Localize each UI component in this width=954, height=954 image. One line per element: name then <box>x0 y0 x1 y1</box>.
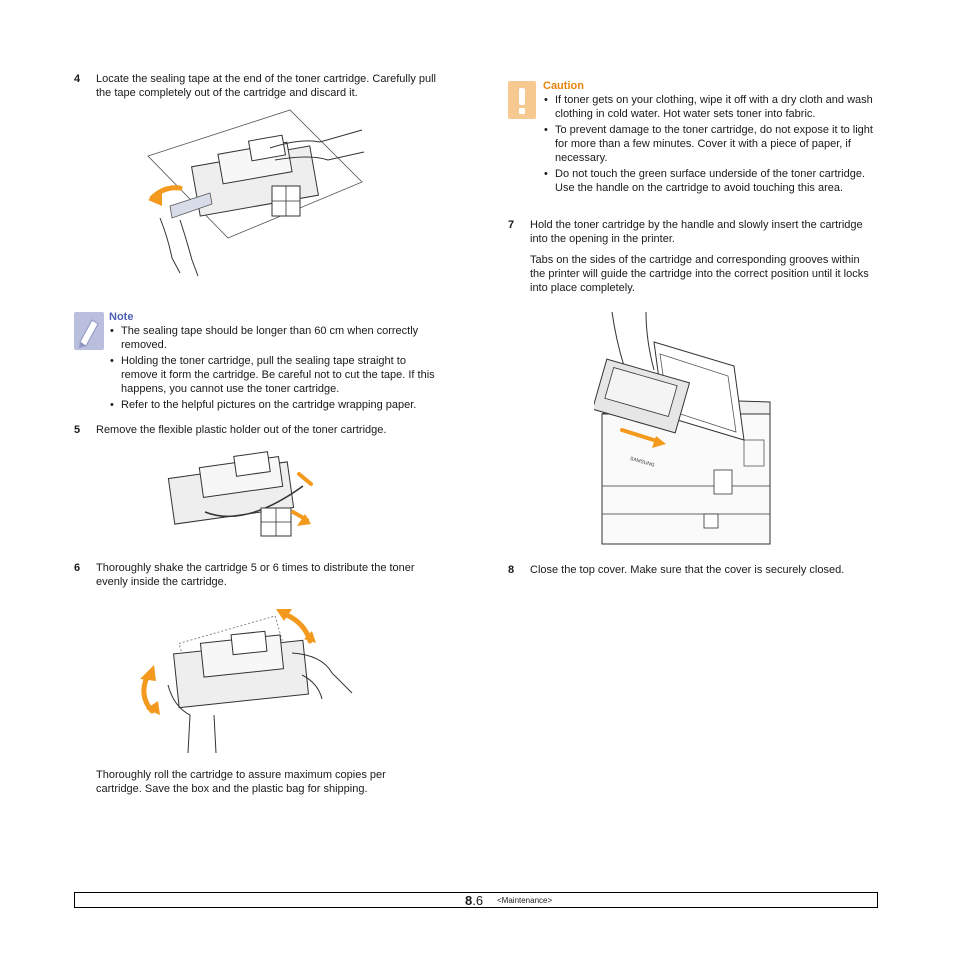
note-title: Note <box>109 311 134 323</box>
note-block: Note The sealing tape should be longer t… <box>109 310 444 414</box>
page-footer: 8.6 <Maintenance> <box>74 892 878 908</box>
note-list: The sealing tape should be longer than 6… <box>109 324 444 412</box>
step-text: Hold the toner cartridge by the handle a… <box>530 219 863 245</box>
step-number: 6 <box>74 562 81 574</box>
page-number: 8.6 <box>465 893 483 909</box>
sealing-tape-illustration <box>147 109 365 277</box>
step-number: 4 <box>74 73 81 85</box>
step-text: Locate the sealing tape at the end of th… <box>96 73 436 99</box>
step-7-continued: Tabs on the sides of the cartridge and c… <box>530 254 869 294</box>
chapter-number: 8 <box>465 893 473 908</box>
note-icon <box>74 312 104 350</box>
shake-cartridge-illustration <box>140 609 353 754</box>
caution-list: If toner gets on your clothing, wipe it … <box>543 93 878 195</box>
step-number: 5 <box>74 424 81 436</box>
step-number: 7 <box>508 219 515 231</box>
step-text: Close the top cover. Make sure that the … <box>530 564 845 576</box>
caution-title: Caution <box>543 80 584 92</box>
caution-item: To prevent damage to the toner cartridge… <box>543 123 878 165</box>
caution-icon <box>508 81 536 119</box>
step-5: 5 Remove the flexible plastic holder out… <box>74 423 444 439</box>
step-4: 4 Locate the sealing tape at the end of … <box>74 72 444 102</box>
note-item: Holding the toner cartridge, pull the se… <box>109 354 444 396</box>
step-7: 7 Hold the toner cartridge by the handle… <box>508 218 878 248</box>
printer-insert-illustration: SAMSUNG <box>594 311 771 545</box>
note-item: The sealing tape should be longer than 6… <box>109 324 444 352</box>
caution-item: Do not touch the green surface underside… <box>543 167 878 195</box>
caution-item: If toner gets on your clothing, wipe it … <box>543 93 878 121</box>
note-item: Refer to the helpful pictures on the car… <box>109 398 444 412</box>
plastic-holder-illustration <box>167 451 313 537</box>
step-text: Thoroughly shake the cartridge 5 or 6 ti… <box>96 562 415 588</box>
step-6: 6 Thoroughly shake the cartridge 5 or 6 … <box>74 561 444 591</box>
step-6-continued: Thoroughly roll the cartridge to assure … <box>96 769 386 795</box>
section-label: <Maintenance> <box>497 896 553 905</box>
caution-block: Caution If toner gets on your clothing, … <box>543 79 878 197</box>
page-sub-number: .6 <box>472 893 484 908</box>
step-8: 8 Close the top cover. Make sure that th… <box>508 563 878 579</box>
step-number: 8 <box>508 564 515 576</box>
step-text: Remove the flexible plastic holder out o… <box>96 424 387 436</box>
